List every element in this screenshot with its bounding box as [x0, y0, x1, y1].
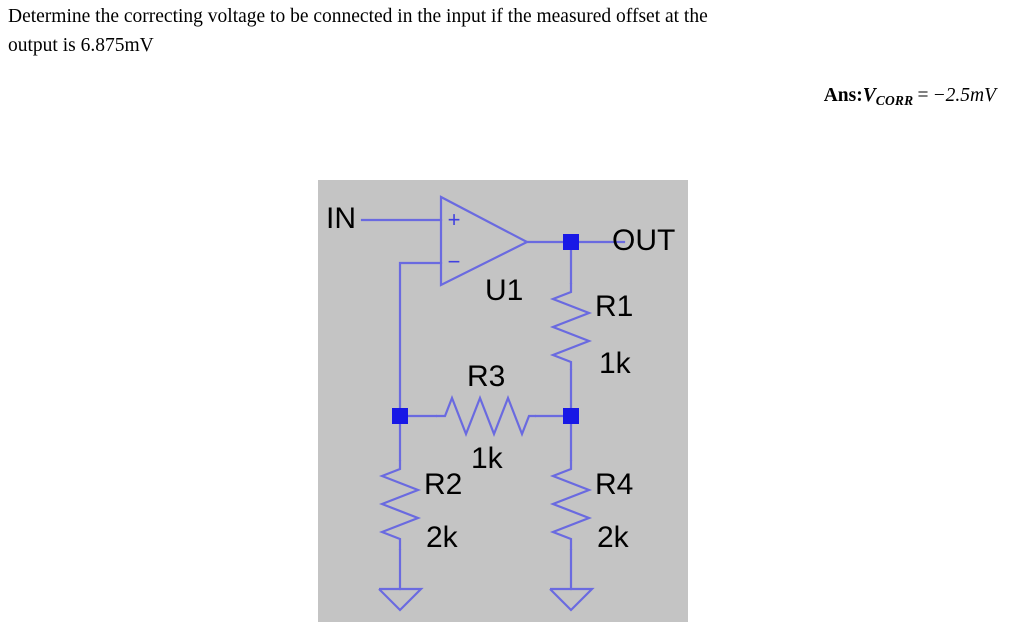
component-value-r1: 1k [599, 347, 632, 380]
question-line-2: output is 6.875mV [8, 35, 154, 56]
opamp-plus-sign: + [448, 207, 461, 232]
ground-symbol-right-icon [549, 587, 595, 612]
junction-node-output [563, 234, 579, 250]
answer-label: Ans: [823, 85, 863, 106]
question-line-1: Determine the correcting voltage to be c… [8, 6, 708, 27]
question-text: Determine the correcting voltage to be c… [8, 2, 1014, 60]
resistor-r1-symbol [549, 283, 593, 370]
answer-operator: = [916, 85, 930, 106]
resistor-r3-symbol [436, 394, 536, 438]
resistor-r2-symbol [378, 460, 422, 550]
wire-group [360, 218, 626, 591]
resistor-r4-symbol [549, 460, 593, 550]
component-label-r2: R2 [424, 468, 462, 501]
answer-value: −2.5mV [932, 85, 996, 106]
schematic-diagram: + − IN OUT U1 R1 1k R2 2k R3 1k R4 2k [318, 180, 688, 622]
component-label-u1: U1 [485, 274, 523, 307]
port-label-out: OUT [612, 224, 675, 257]
port-label-in: IN [326, 202, 356, 235]
component-value-r2: 2k [426, 521, 459, 554]
ground-group [378, 587, 595, 612]
component-value-r4: 2k [597, 521, 630, 554]
answer-variable-subscript: CORR [875, 92, 914, 108]
junction-node-right-divider [563, 408, 579, 424]
opamp-minus-sign: − [448, 249, 461, 274]
opamp-triangle-icon [439, 195, 530, 287]
answer-variable: V [862, 85, 876, 106]
component-value-r3: 1k [471, 442, 504, 475]
answer-line: Ans:VCORR=−2.5mV [824, 85, 996, 109]
component-label-r4: R4 [595, 468, 633, 501]
component-label-r1: R1 [595, 290, 633, 323]
junction-node-left-divider [392, 408, 408, 424]
wire-feedback-minus-to-node [398, 261, 443, 418]
schematic-canvas: + − IN OUT U1 R1 1k R2 2k R3 1k R4 2k [326, 195, 675, 612]
component-label-r3: R3 [467, 360, 505, 393]
ground-symbol-left-icon [378, 587, 424, 612]
